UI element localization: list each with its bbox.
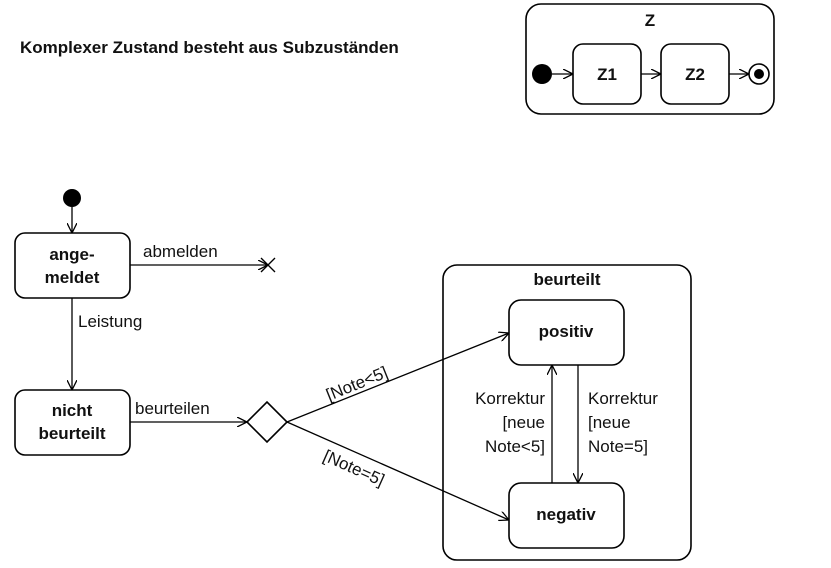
example-final-node-dot: [754, 69, 764, 79]
arrow-note-lt5: [286, 333, 509, 423]
korrektur-left-line3: Note<5]: [485, 437, 545, 456]
initial-node: [63, 189, 81, 207]
state-nicht-beurteilt-label-line1: nicht: [52, 401, 93, 420]
transition-beurteilen-label: beurteilen: [135, 399, 210, 418]
state-angemeldet-label-line2: meldet: [45, 268, 100, 287]
terminate-node: [260, 257, 276, 273]
decision-node: [245, 400, 289, 444]
state-positiv-label: positiv: [539, 322, 594, 341]
state-nicht-beurteilt: nicht beurteilt: [14, 389, 131, 456]
example-composite-state-z: Z Z1 Z2: [525, 3, 775, 115]
example-state-z2-label: Z2: [685, 65, 705, 84]
state-nicht-beurteilt-label-line2: beurteilt: [38, 424, 105, 443]
state-angemeldet-label-line1: ange-: [49, 245, 94, 264]
example-composite-label: Z: [645, 11, 655, 30]
korrektur-left-line2: [neue: [502, 413, 545, 432]
korrektur-left-label: Korrektur [neue Note<5]: [475, 389, 545, 456]
guard-note-lt5-label: [Note<5]: [323, 363, 390, 405]
example-initial-node: [532, 64, 552, 84]
korrektur-right-line1: Korrektur: [588, 389, 658, 408]
state-angemeldet: ange- meldet: [14, 232, 131, 299]
korrektur-right-line2: [neue: [588, 413, 631, 432]
state-positiv: positiv: [508, 299, 625, 366]
state-negativ-label: negativ: [536, 505, 596, 524]
guard-note-eq5-label: [Note=5]: [320, 446, 387, 490]
korrektur-right-label: Korrektur [neue Note=5]: [588, 389, 658, 456]
header-title: Komplexer Zustand besteht aus Subzuständ…: [20, 38, 399, 57]
composite-state-beurteilt-label: beurteilt: [533, 270, 600, 289]
arrow-note-eq5: [286, 421, 509, 520]
example-state-z1-label: Z1: [597, 65, 617, 84]
transition-leistung-label: Leistung: [78, 312, 142, 331]
transition-abmelden-label: abmelden: [143, 242, 218, 261]
korrektur-left-line1: Korrektur: [475, 389, 545, 408]
state-negativ: negativ: [508, 482, 625, 549]
korrektur-right-line3: Note=5]: [588, 437, 648, 456]
